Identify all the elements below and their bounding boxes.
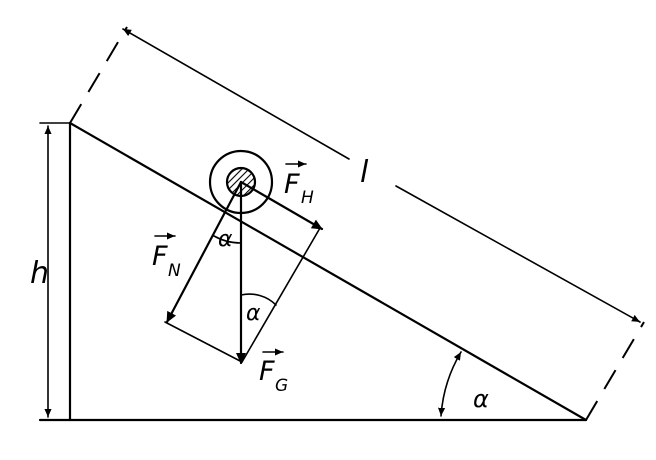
force-normal-label: F N xyxy=(152,232,181,281)
gravity-angle-label: α xyxy=(246,301,261,326)
force-parallel-label: F H xyxy=(284,160,314,208)
length-label: l xyxy=(360,155,369,190)
length-dimension-line-1 xyxy=(122,28,350,160)
force-normal-label-sub: N xyxy=(168,261,181,281)
parallelogram-side-bottom xyxy=(164,321,243,363)
force-gravity-label-sub: G xyxy=(275,376,288,396)
parallelogram-side-right xyxy=(241,227,321,363)
base-angle-label: α xyxy=(473,385,489,413)
incline-surface xyxy=(68,121,588,422)
height-label: h xyxy=(30,256,49,291)
length-ext-line-top xyxy=(69,26,128,124)
gravity-angle-arc xyxy=(240,293,277,306)
normal-angle-arc xyxy=(213,235,242,244)
force-gravity-label-main: F xyxy=(259,356,275,387)
force-normal-vector xyxy=(165,180,243,324)
length-dimension-line-2 xyxy=(395,185,641,323)
force-parallel-label-sub: H xyxy=(301,188,314,208)
force-parallel-vector xyxy=(239,180,324,231)
normal-angle-label: α xyxy=(218,227,233,252)
force-normal-label-main: F xyxy=(152,241,168,272)
length-ext-line-bottom xyxy=(585,321,645,421)
force-gravity-label: F G xyxy=(259,348,288,396)
base-angle-arc xyxy=(437,351,462,417)
force-parallel-label-main: F xyxy=(284,169,300,200)
